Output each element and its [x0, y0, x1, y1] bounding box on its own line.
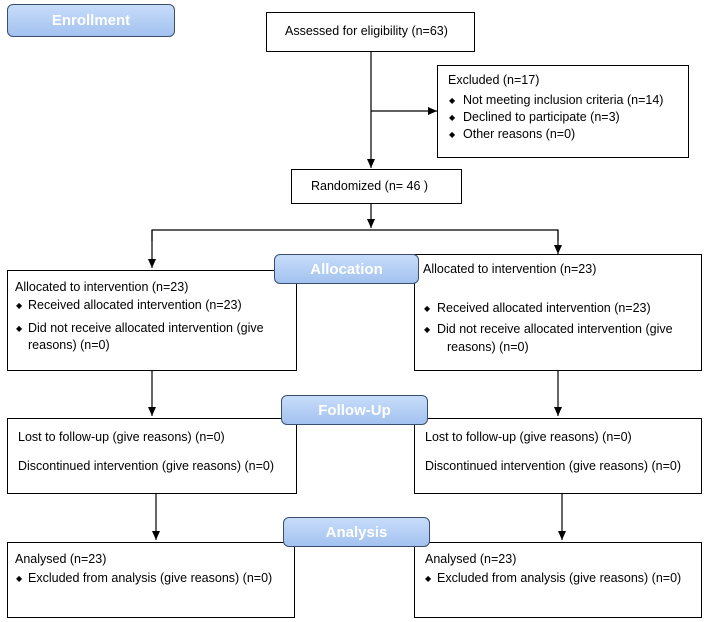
bullet-icon: ◆	[424, 304, 431, 313]
bullet-icon: ◆	[16, 574, 23, 583]
analysis-label: Analysis	[283, 517, 430, 547]
followup-lost: Lost to follow-up (give reasons) (n=0)	[18, 430, 225, 444]
analysis-right-box: Analysed (n=23) ◆ Excluded from analysis…	[414, 542, 702, 618]
bullet-icon: ◆	[425, 574, 432, 583]
allocation-received: Received allocated intervention (n=23)	[437, 301, 651, 315]
analysis-excluded: Excluded from analysis (give reasons) (n…	[28, 571, 273, 585]
bullet-icon: ◆	[449, 130, 456, 139]
split-line	[151, 229, 559, 241]
allocation-not-received-cont: reasons) (n=0)	[447, 340, 529, 354]
bullet-icon: ◆	[449, 96, 456, 105]
excluded-item: Other reasons (n=0)	[463, 127, 576, 141]
allocation-right-box: Allocated to intervention (n=23) ◆ Recei…	[414, 254, 702, 371]
bullet-icon: ◆	[449, 113, 456, 122]
followup-left-box: Lost to follow-up (give reasons) (n=0) D…	[7, 418, 297, 494]
bullet-icon: ◆	[16, 324, 23, 333]
followup-lost: Lost to follow-up (give reasons) (n=0)	[425, 430, 632, 444]
allocation-left-box: Allocated to intervention (n=23) ◆ Recei…	[7, 270, 297, 371]
followup-right-box: Lost to follow-up (give reasons) (n=0) D…	[414, 418, 702, 494]
followup-label: Follow-Up	[281, 395, 428, 425]
randomized-text: Randomized (n= 46 )	[311, 179, 429, 193]
excluded-item: Not meeting inclusion criteria (n=14)	[463, 93, 664, 107]
followup-discontinued: Discontinued intervention (give reasons)…	[18, 459, 275, 473]
analysis-title: Analysed (n=23)	[15, 552, 107, 566]
bullet-icon: ◆	[424, 325, 431, 334]
allocation-not-received-cont: reasons) (n=0)	[28, 338, 110, 352]
followup-discontinued: Discontinued intervention (give reasons)…	[425, 459, 682, 473]
excluded-title: Excluded (n=17)	[448, 73, 540, 87]
analysis-title: Analysed (n=23)	[425, 552, 517, 566]
allocation-label: Allocation	[274, 254, 419, 284]
assessed-text: Assessed for eligibility (n=63)	[285, 24, 448, 38]
randomized-box: Randomized (n= 46 )	[291, 169, 462, 204]
assessed-box: Assessed for eligibility (n=63)	[266, 12, 475, 52]
bullet-icon: ◆	[16, 301, 23, 310]
excluded-box: Excluded (n=17) ◆ Not meeting inclusion …	[437, 65, 689, 158]
excluded-item: Declined to participate (n=3)	[463, 110, 620, 124]
allocation-title: Allocated to intervention (n=23)	[15, 280, 189, 294]
allocation-not-received: Did not receive allocated intervention (…	[437, 322, 673, 336]
allocation-title: Allocated to intervention (n=23)	[423, 262, 597, 276]
allocation-not-received: Did not receive allocated intervention (…	[28, 321, 264, 335]
analysis-left-box: Analysed (n=23) ◆ Excluded from analysis…	[7, 542, 295, 618]
analysis-excluded: Excluded from analysis (give reasons) (n…	[437, 571, 682, 585]
allocation-received: Received allocated intervention (n=23)	[28, 298, 242, 312]
enrollment-label: Enrollment	[7, 4, 175, 37]
